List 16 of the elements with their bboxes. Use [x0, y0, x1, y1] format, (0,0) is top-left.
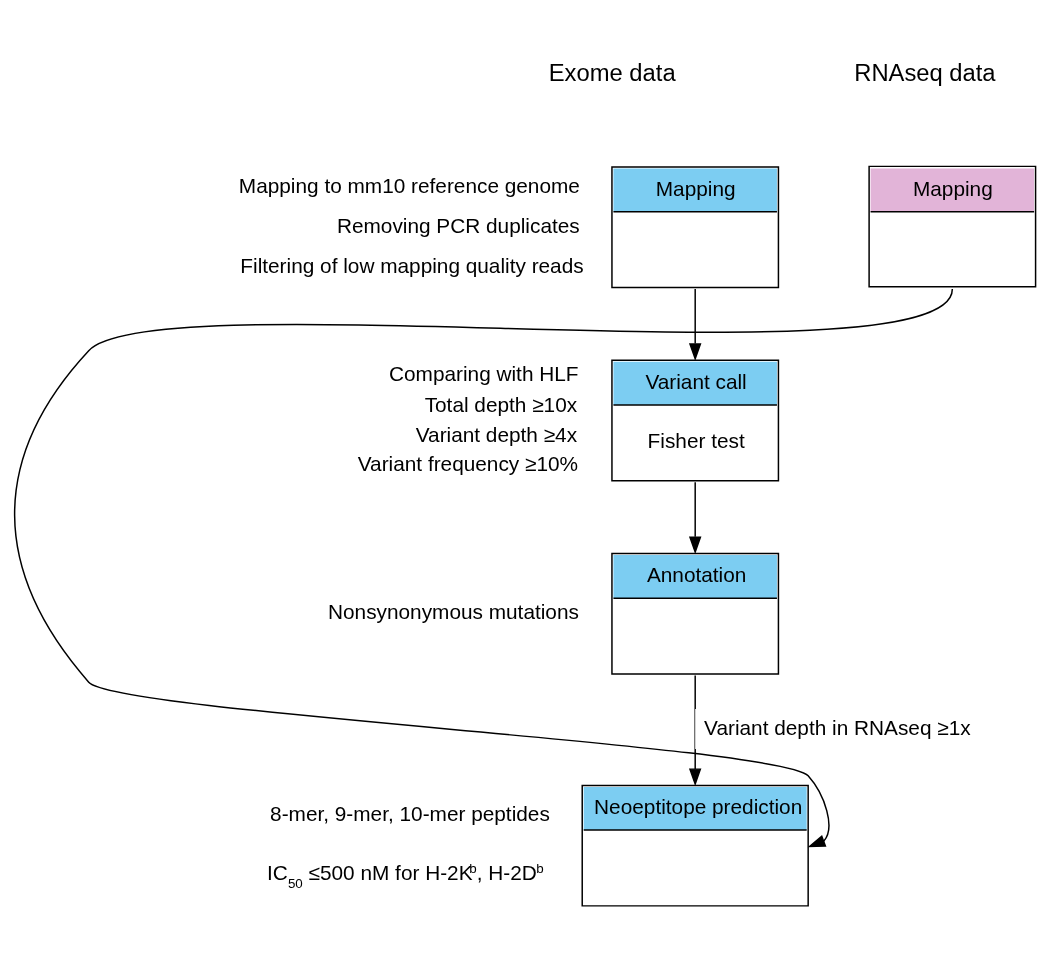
edge-label: Variant depth in RNAseq ≥1x	[704, 716, 971, 740]
node-label: 8-mer, 9-mer, 10-mer peptides	[270, 802, 550, 826]
arrow	[688, 674, 702, 787]
label: RNAseq data	[854, 59, 996, 87]
node-label: Comparing with HLF	[388, 362, 579, 386]
node-label: Removing PCR duplicates	[336, 213, 580, 237]
node-label: Nonsynonymous mutations	[328, 600, 579, 624]
node-label: Total depth ≥10x	[424, 392, 578, 416]
node-label: IC$_{50}$ ≤500 nM for H-2K$^{b}$, H-2D$^{b}$	[267, 860, 544, 891]
arrow	[688, 481, 702, 555]
label: Exome data	[548, 59, 676, 87]
node-label: Variant frequency ≥10%	[357, 452, 579, 476]
arrow	[688, 288, 702, 362]
node-label: Mapping to mm10 reference genome	[238, 173, 580, 197]
node-label: Variant depth ≥4x	[415, 422, 578, 446]
node-label: Filtering of low mapping quality reads	[240, 253, 584, 277]
